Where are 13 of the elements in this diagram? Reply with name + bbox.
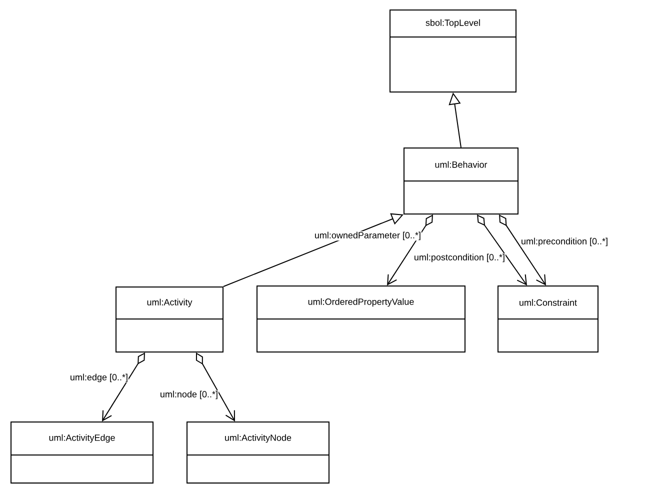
class-box: uml:ActivityNode bbox=[186, 421, 330, 484]
edge-label: uml:ownedParameter [0..*] bbox=[314, 231, 422, 241]
class-box: sbol:TopLevel bbox=[390, 10, 516, 92]
class-box: uml:ActivityEdge bbox=[10, 421, 154, 484]
edge-label: uml:precondition [0..*] bbox=[520, 237, 609, 247]
class-box: uml:Behavior bbox=[404, 148, 518, 214]
class-box: uml:Constraint bbox=[498, 285, 598, 352]
class-box: uml:Activity bbox=[116, 286, 224, 352]
edge-label: uml:postcondition [0..*] bbox=[413, 253, 506, 263]
edge-label: uml:node [0..*] bbox=[159, 390, 218, 400]
arrow bbox=[477, 214, 527, 286]
edge-label: uml:edge [0..*] bbox=[69, 373, 128, 383]
class-box: uml:OrderedPropertyValue bbox=[256, 285, 466, 352]
